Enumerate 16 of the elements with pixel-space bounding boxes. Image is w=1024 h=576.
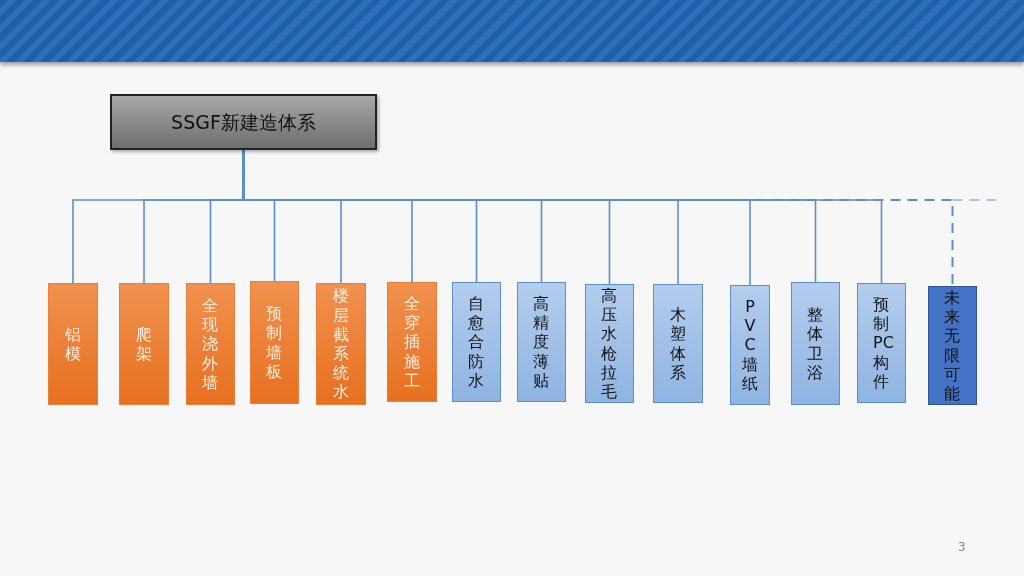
category-box: 预制PC构件 xyxy=(857,283,906,403)
category-box: 高精度薄贴 xyxy=(517,282,566,402)
category-box: 未来无限可能 xyxy=(928,286,977,405)
category-box: 高压水枪拉毛 xyxy=(585,284,634,403)
category-box: 预制墙板 xyxy=(250,281,299,404)
category-box: PVC墙纸 xyxy=(730,285,770,405)
category-box: 整体卫浴 xyxy=(791,282,840,405)
title-box: SSGF新建造体系 xyxy=(110,94,377,150)
category-box: 自愈合防水 xyxy=(452,282,501,402)
category-box: 木塑体系 xyxy=(653,284,703,403)
page-number: 3 xyxy=(958,540,966,554)
category-box: 楼层截系统水 xyxy=(316,283,366,405)
category-box: 全穿插施工 xyxy=(387,282,437,402)
category-box: 全现浇外墙 xyxy=(186,283,235,405)
category-box: 铝模 xyxy=(48,283,98,405)
category-box: 爬架 xyxy=(119,283,169,405)
